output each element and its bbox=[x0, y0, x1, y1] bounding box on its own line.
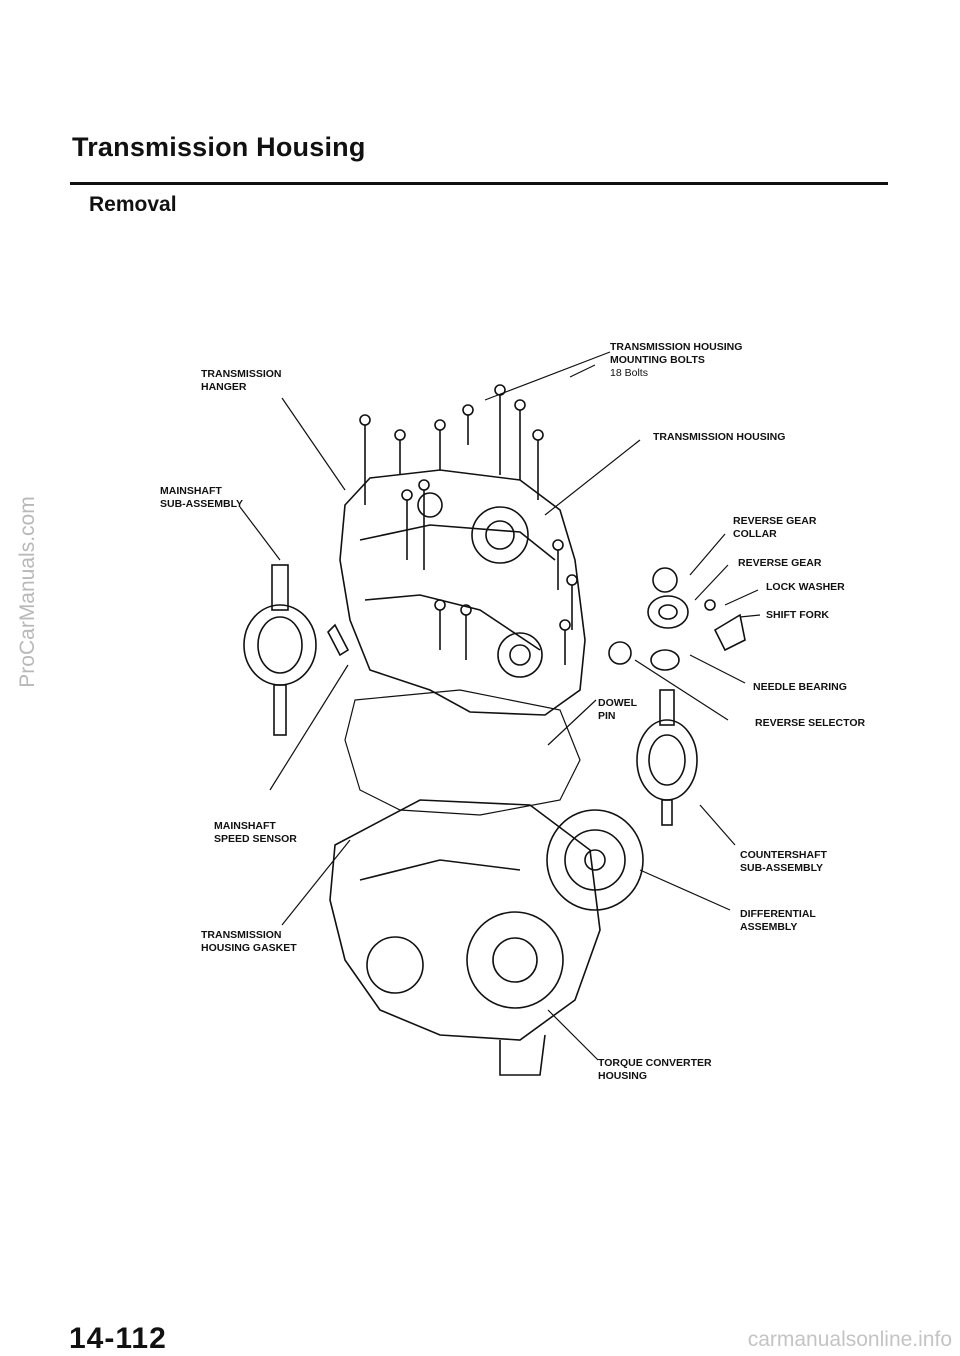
label-needle-bearing: NEEDLE BEARING bbox=[753, 681, 847, 694]
label-line: PIN bbox=[598, 710, 616, 722]
footer-watermark: carmanualsonline.info bbox=[747, 1328, 952, 1351]
section-heading: Removal bbox=[89, 193, 177, 216]
label-lock-washer: LOCK WASHER bbox=[766, 581, 845, 594]
label-line: REVERSE GEAR bbox=[738, 557, 822, 569]
label-mainshaft-speed-sensor: MAINSHAFT SPEED SENSOR bbox=[214, 820, 297, 846]
label-line: COUNTERSHAFT bbox=[740, 849, 827, 861]
label-reverse-selector: REVERSE SELECTOR bbox=[755, 717, 865, 730]
label-mainshaft-sub-assembly: MAINSHAFT SUB-ASSEMBLY bbox=[160, 485, 243, 511]
label-line: SUB-ASSEMBLY bbox=[740, 862, 824, 874]
label-line: COLLAR bbox=[733, 528, 777, 540]
label-mounting-bolts: TRANSMISSION HOUSING MOUNTING BOLTS 18 B… bbox=[610, 341, 742, 380]
label-line: TRANSMISSION bbox=[201, 929, 282, 941]
label-line: REVERSE SELECTOR bbox=[755, 717, 866, 729]
label-line: MOUNTING BOLTS bbox=[610, 354, 705, 366]
label-line: MAINSHAFT bbox=[160, 485, 222, 497]
label-differential-assembly: DIFFERENTIAL ASSEMBLY bbox=[740, 908, 816, 934]
label-line: SUB-ASSEMBLY bbox=[160, 498, 244, 510]
label-countershaft-sub-assembly: COUNTERSHAFT SUB-ASSEMBLY bbox=[740, 849, 827, 875]
label-dowel-pin: DOWEL PIN bbox=[598, 697, 637, 723]
label-line: TRANSMISSION bbox=[201, 368, 282, 380]
transmission-housing-drawing bbox=[339, 469, 586, 716]
label-reverse-gear: REVERSE GEAR bbox=[738, 557, 821, 570]
label-line: ASSEMBLY bbox=[740, 921, 798, 933]
label-line: HOUSING GASKET bbox=[201, 942, 297, 954]
label-transmission-housing: TRANSMISSION HOUSING bbox=[653, 431, 785, 444]
title-rule bbox=[70, 182, 888, 185]
label-line: REVERSE GEAR bbox=[733, 515, 817, 527]
label-shift-fork: SHIFT FORK bbox=[766, 609, 829, 622]
label-line: HANGER bbox=[201, 381, 247, 393]
label-line: TRANSMISSION HOUSING bbox=[653, 431, 786, 443]
page-number: 14-112 bbox=[69, 1322, 167, 1355]
differential-drawing bbox=[546, 809, 644, 911]
label-line: TORQUE CONVERTER bbox=[598, 1057, 712, 1069]
torque-converter-housing-drawing bbox=[329, 799, 601, 1041]
countershaft-drawing bbox=[636, 689, 698, 826]
label-torque-converter-housing: TORQUE CONVERTER HOUSING bbox=[598, 1057, 712, 1083]
label-line: DIFFERENTIAL bbox=[740, 908, 816, 920]
label-line: LOCK WASHER bbox=[766, 581, 845, 593]
label-line: DOWEL bbox=[598, 697, 638, 709]
label-line: SPEED SENSOR bbox=[214, 833, 297, 845]
label-line: HOUSING bbox=[598, 1070, 648, 1082]
mainshaft-drawing bbox=[243, 564, 317, 736]
label-line: NEEDLE BEARING bbox=[753, 681, 847, 693]
label-line: TRANSMISSION HOUSING bbox=[610, 341, 743, 353]
mounting-bolts-drawing bbox=[359, 384, 578, 665]
page-title: Transmission Housing bbox=[72, 132, 366, 162]
label-transmission-housing-gasket: TRANSMISSION HOUSING GASKET bbox=[201, 929, 297, 955]
label-reverse-gear-collar: REVERSE GEAR COLLAR bbox=[733, 515, 816, 541]
label-line: 18 Bolts bbox=[610, 367, 648, 379]
label-transmission-hanger: TRANSMISSION HANGER bbox=[201, 368, 282, 394]
gasket-drawing bbox=[344, 689, 581, 816]
label-line: SHIFT FORK bbox=[766, 609, 829, 621]
label-line: MAINSHAFT bbox=[214, 820, 276, 832]
leader-lines bbox=[239, 351, 761, 1061]
